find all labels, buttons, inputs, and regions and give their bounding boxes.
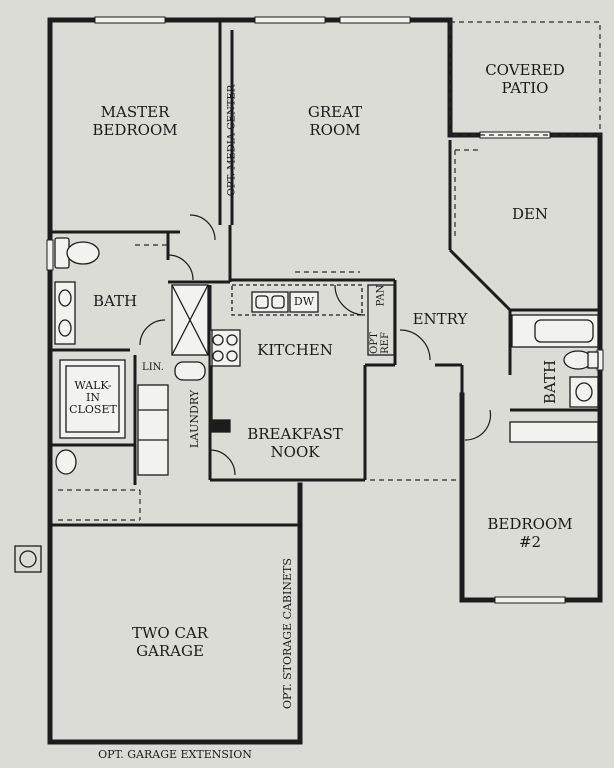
covered-patio-line2: PATIO	[501, 79, 549, 97]
room-walk-in-closet: WALK- IN CLOSET	[62, 380, 124, 416]
room-breakfast-nook: BREAKFAST NOOK	[235, 425, 355, 461]
label-opt-ref: OPT REF	[369, 323, 391, 363]
room-great-room: GREAT ROOM	[285, 103, 385, 139]
label-pan: PAN	[375, 284, 387, 307]
room-entry: ENTRY	[412, 310, 468, 328]
fixtures	[54, 237, 599, 476]
covered-patio-line1: COVERED	[485, 61, 565, 79]
two-car-garage-line2: GARAGE	[136, 642, 204, 660]
walk-in-closet-line3: CLOSET	[69, 403, 117, 416]
breakfast-nook-line1: BREAKFAST	[247, 425, 343, 443]
room-bedroom-2: BEDROOM #2	[480, 515, 580, 551]
walk-in-closet-line1: WALK-	[74, 379, 112, 392]
bedroom-2-line2: #2	[518, 533, 542, 551]
great-room-line1: GREAT	[307, 103, 363, 121]
label-opt-garage-extension: OPT. GARAGE EXTENSION	[98, 748, 252, 761]
room-lin: LIN.	[142, 362, 164, 373]
room-bath-right: BATH	[541, 359, 559, 405]
master-bedroom-line1: MASTER	[100, 103, 170, 121]
outlet-symbol	[14, 545, 42, 573]
room-laundry: LAUNDRY	[188, 389, 201, 449]
interior-walls	[52, 22, 600, 527]
room-two-car-garage: TWO CAR GARAGE	[115, 624, 225, 660]
label-opt-storage-cabinets: OPT. STORAGE CABINETS	[281, 558, 294, 709]
great-room-line2: ROOM	[309, 121, 361, 139]
walk-in-closet-line2: IN	[86, 391, 100, 404]
windows	[46, 16, 604, 604]
opt-ref-line2: REF	[380, 332, 391, 354]
room-covered-patio: COVERED PATIO	[470, 61, 580, 97]
room-kitchen: KITCHEN	[257, 341, 333, 359]
breakfast-nook-line2: NOOK	[270, 443, 320, 461]
label-dw: DW	[293, 295, 315, 308]
room-master-bedroom: MASTER BEDROOM	[80, 103, 190, 139]
room-bath-left: BATH	[92, 292, 138, 310]
master-bedroom-line2: BEDROOM	[92, 121, 178, 139]
two-car-garage-line1: TWO CAR	[131, 624, 209, 642]
label-opt-media-center: OPT. MEDIA CENTER	[226, 84, 238, 197]
bedroom-2-line1: BEDROOM	[487, 515, 573, 533]
room-den: DEN	[511, 205, 549, 223]
dashed-lines	[58, 21, 601, 521]
opt-ref-line1: OPT	[369, 332, 380, 354]
